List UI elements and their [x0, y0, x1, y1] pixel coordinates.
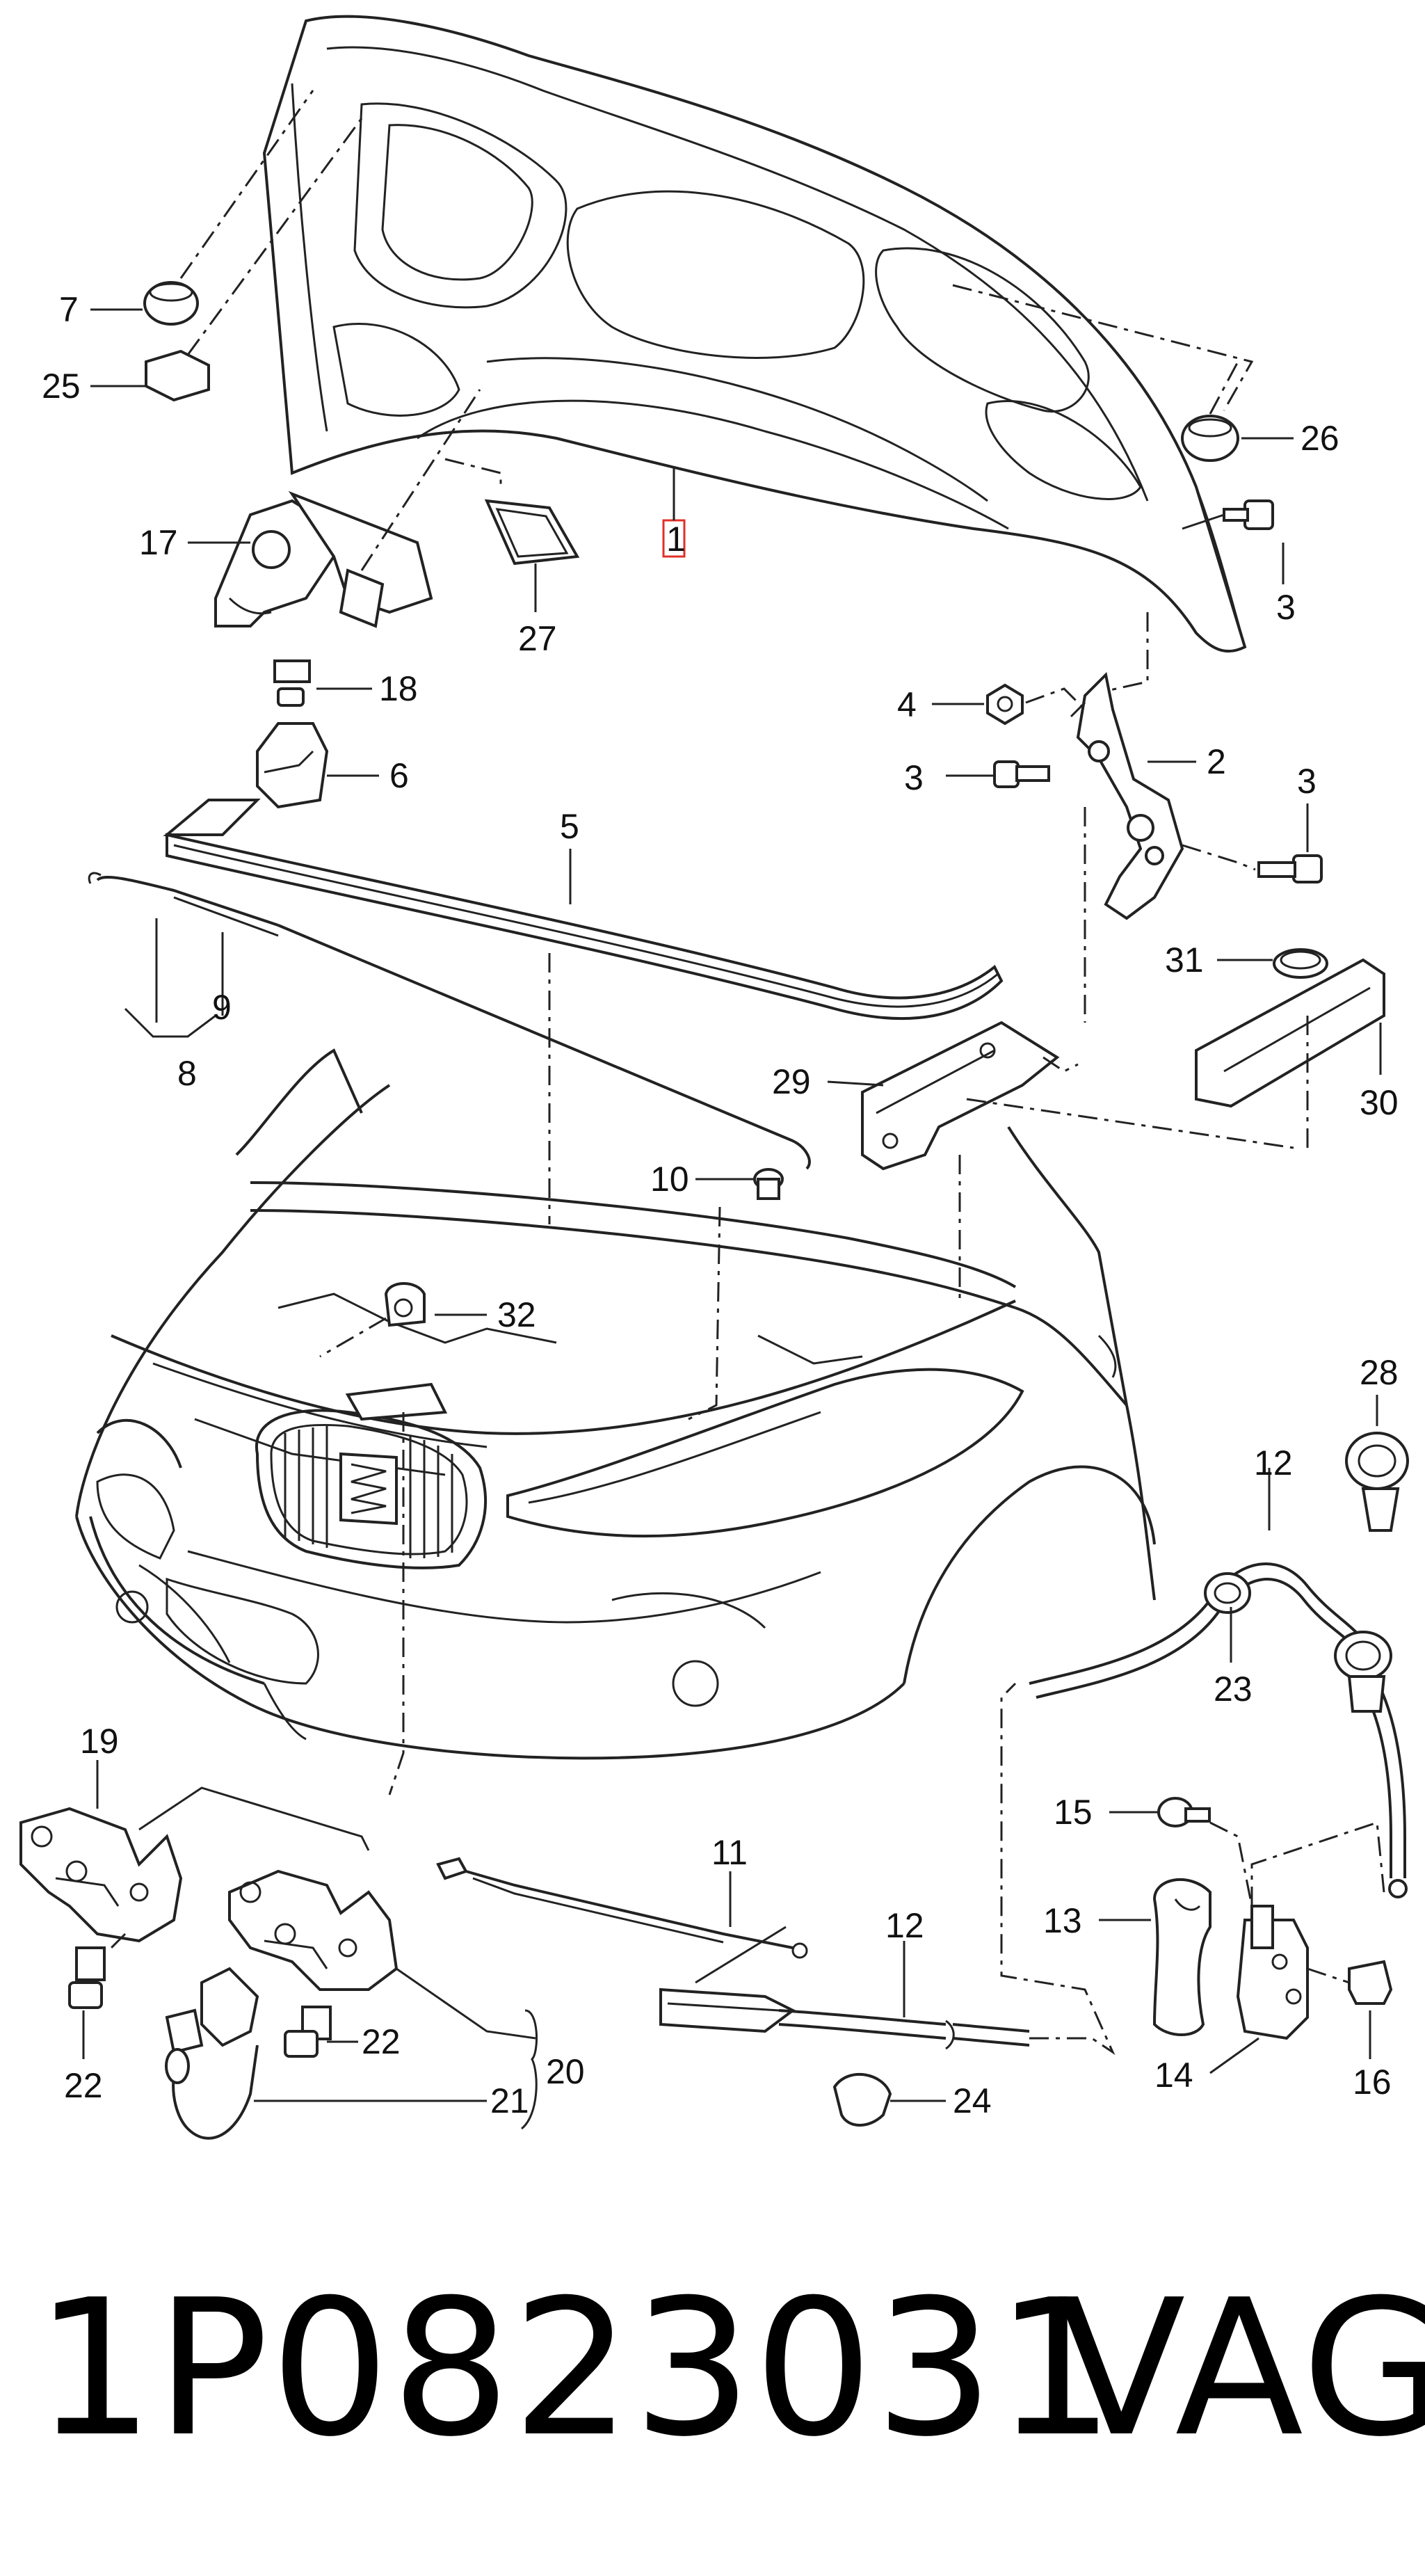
- callout-6: 6: [389, 756, 409, 795]
- callout-26: 26: [1301, 419, 1339, 458]
- bump-stop-25: [145, 349, 210, 402]
- callout-25: 25: [42, 367, 81, 406]
- callout-27: 27: [518, 619, 557, 658]
- callout-9: 9: [212, 988, 232, 1027]
- callout-1: 1: [666, 520, 686, 559]
- bump-stop-7: [143, 281, 199, 326]
- callout-15: 15: [1054, 1793, 1093, 1832]
- callout-31: 31: [1165, 941, 1204, 979]
- hinge-2: [1070, 671, 1184, 920]
- callout-24: 24: [953, 2081, 992, 2120]
- callout-3-right: 3: [1297, 762, 1317, 801]
- bolt-18: [273, 659, 311, 707]
- callout-28: 28: [1360, 1353, 1399, 1392]
- latch-bracket-17: [214, 490, 433, 628]
- seal-27: [484, 499, 580, 566]
- grommet-23: [1204, 1572, 1251, 1614]
- front-grille: [255, 1409, 487, 1569]
- prop-rod-9: [88, 872, 811, 1170]
- hood-lock-20: [228, 1869, 398, 1991]
- callout-16: 16: [1353, 2063, 1392, 2102]
- callout-12-upper: 12: [1254, 1443, 1293, 1482]
- release-cable-12-upper: [1029, 1562, 1408, 1898]
- callout-22-left: 22: [64, 2066, 103, 2105]
- part-number: 1P0823031: [35, 2259, 1117, 2478]
- switch-cable-21: [165, 1967, 259, 2140]
- callout-10: 10: [650, 1160, 689, 1199]
- trim-strip-30: [1195, 958, 1385, 1108]
- buffer-6: [256, 722, 329, 809]
- clip-16: [1348, 1960, 1393, 2005]
- callout-21: 21: [490, 2081, 529, 2120]
- bolt-3-mid: [993, 760, 1050, 788]
- grommet-28: [1345, 1432, 1409, 1532]
- callout-17: 17: [139, 523, 178, 562]
- bolt-15: [1157, 1797, 1211, 1827]
- clip-31: [1273, 948, 1328, 979]
- callout-20: 20: [546, 2052, 585, 2091]
- callout-19: 19: [80, 1722, 119, 1761]
- callout-30: 30: [1360, 1083, 1399, 1122]
- callout-5: 5: [560, 807, 579, 846]
- car-front-body: [75, 1048, 1156, 1760]
- callout-2: 2: [1207, 742, 1226, 781]
- callout-11: 11: [711, 1833, 748, 1872]
- callout-13: 13: [1043, 1901, 1082, 1940]
- bolt-22-left: [68, 1946, 106, 2009]
- callout-22-right: 22: [362, 2022, 401, 2061]
- bump-stop-26: [1181, 415, 1239, 462]
- hood-lock-19: [19, 1807, 183, 1943]
- callout-3-mid: 3: [904, 758, 924, 797]
- release-cable-12-lower: [659, 1987, 1030, 2050]
- clip-32: [384, 1282, 426, 1327]
- grommet-cable-seal: [1334, 1631, 1392, 1713]
- lever-bracket-14: [1236, 1905, 1309, 2040]
- callout-4: 4: [897, 685, 917, 724]
- grommet-10: [753, 1168, 784, 1200]
- bracket-29: [861, 1021, 1060, 1171]
- callout-18: 18: [379, 669, 418, 708]
- nut-4: [986, 683, 1024, 726]
- callout-23: 23: [1214, 1670, 1253, 1709]
- callout-8: 8: [177, 1054, 197, 1093]
- clip-24: [832, 2073, 892, 2127]
- callout-3-upper: 3: [1276, 588, 1296, 627]
- brand-name: VAG: [1057, 2259, 1425, 2478]
- seal-strip-5: [163, 799, 1004, 1021]
- lock-mount-plate: [345, 1382, 448, 1421]
- callout-12-lower: 12: [885, 1906, 924, 1945]
- callout-7: 7: [59, 290, 79, 329]
- hood-panel: [262, 15, 1247, 653]
- bolt-3-upper: [1223, 499, 1274, 530]
- callout-labels: 1 2 3 3 3 4 5 6 7 8 9 10 11 12 12 13 14 …: [42, 290, 1399, 2120]
- callout-32: 32: [497, 1295, 536, 1334]
- release-lever-13: [1152, 1878, 1211, 2036]
- bolt-22-right: [284, 2006, 332, 2058]
- bolt-3-right: [1257, 854, 1323, 883]
- release-cable-11: [436, 1857, 808, 1959]
- callout-14: 14: [1154, 2056, 1193, 2095]
- callout-29: 29: [772, 1062, 811, 1101]
